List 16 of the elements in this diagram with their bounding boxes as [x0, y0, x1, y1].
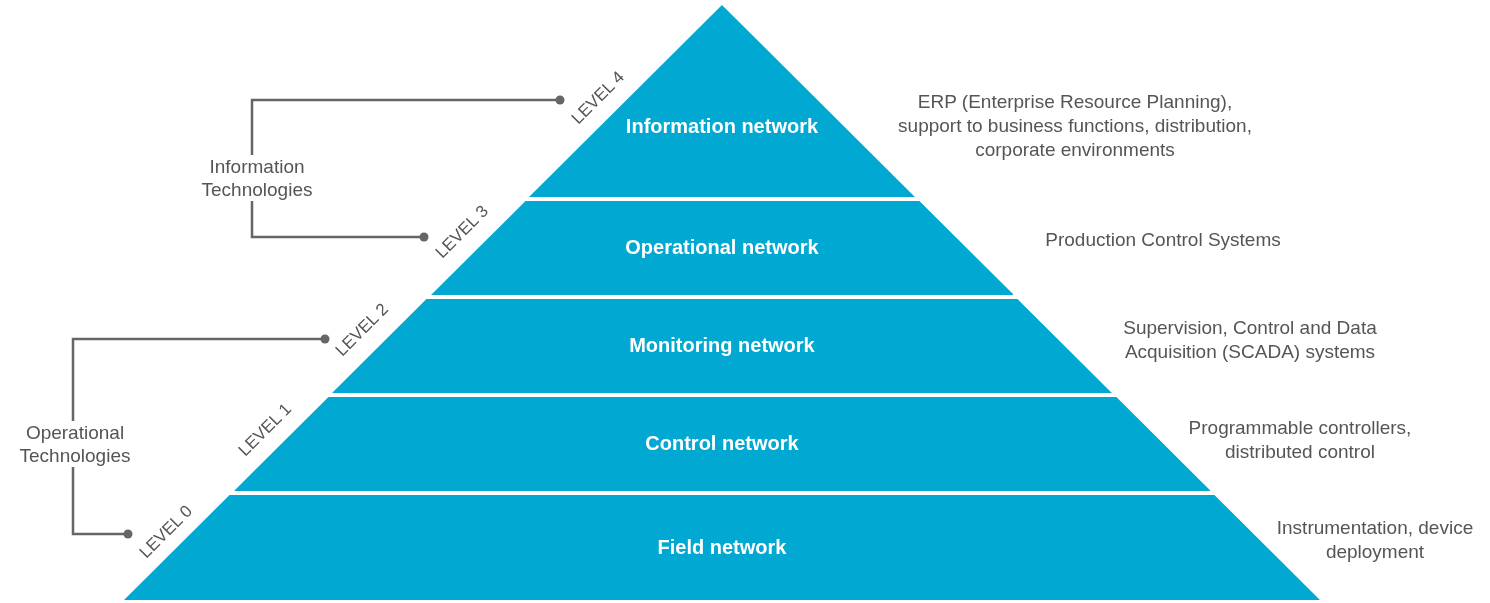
bracket-line — [250, 95, 565, 155]
level-description: Instrumentation, device deployment — [1275, 516, 1475, 564]
level-title: Control network — [645, 432, 799, 454]
level-description: Production Control Systems — [1044, 228, 1282, 252]
level-title: Operational network — [625, 236, 819, 258]
level-description: ERP (Enterprise Resource Planning), support to business functions, distribution, corporate environments — [897, 90, 1253, 162]
bracket-line — [71, 334, 330, 421]
level-title: Field network — [657, 535, 787, 558]
pyramid-level — [430, 201, 1014, 295]
pyramid-level — [332, 299, 1112, 393]
level-title: Information network — [625, 115, 819, 137]
bracket-line — [71, 467, 133, 539]
bracket-line — [250, 201, 429, 242]
level-title: Monitoring network — [629, 334, 815, 356]
level-description: Programmable controllers, distributed control — [1187, 416, 1413, 464]
level-description: Supervision, Control and Data Acquisition (SCADA) systems — [1122, 316, 1378, 364]
